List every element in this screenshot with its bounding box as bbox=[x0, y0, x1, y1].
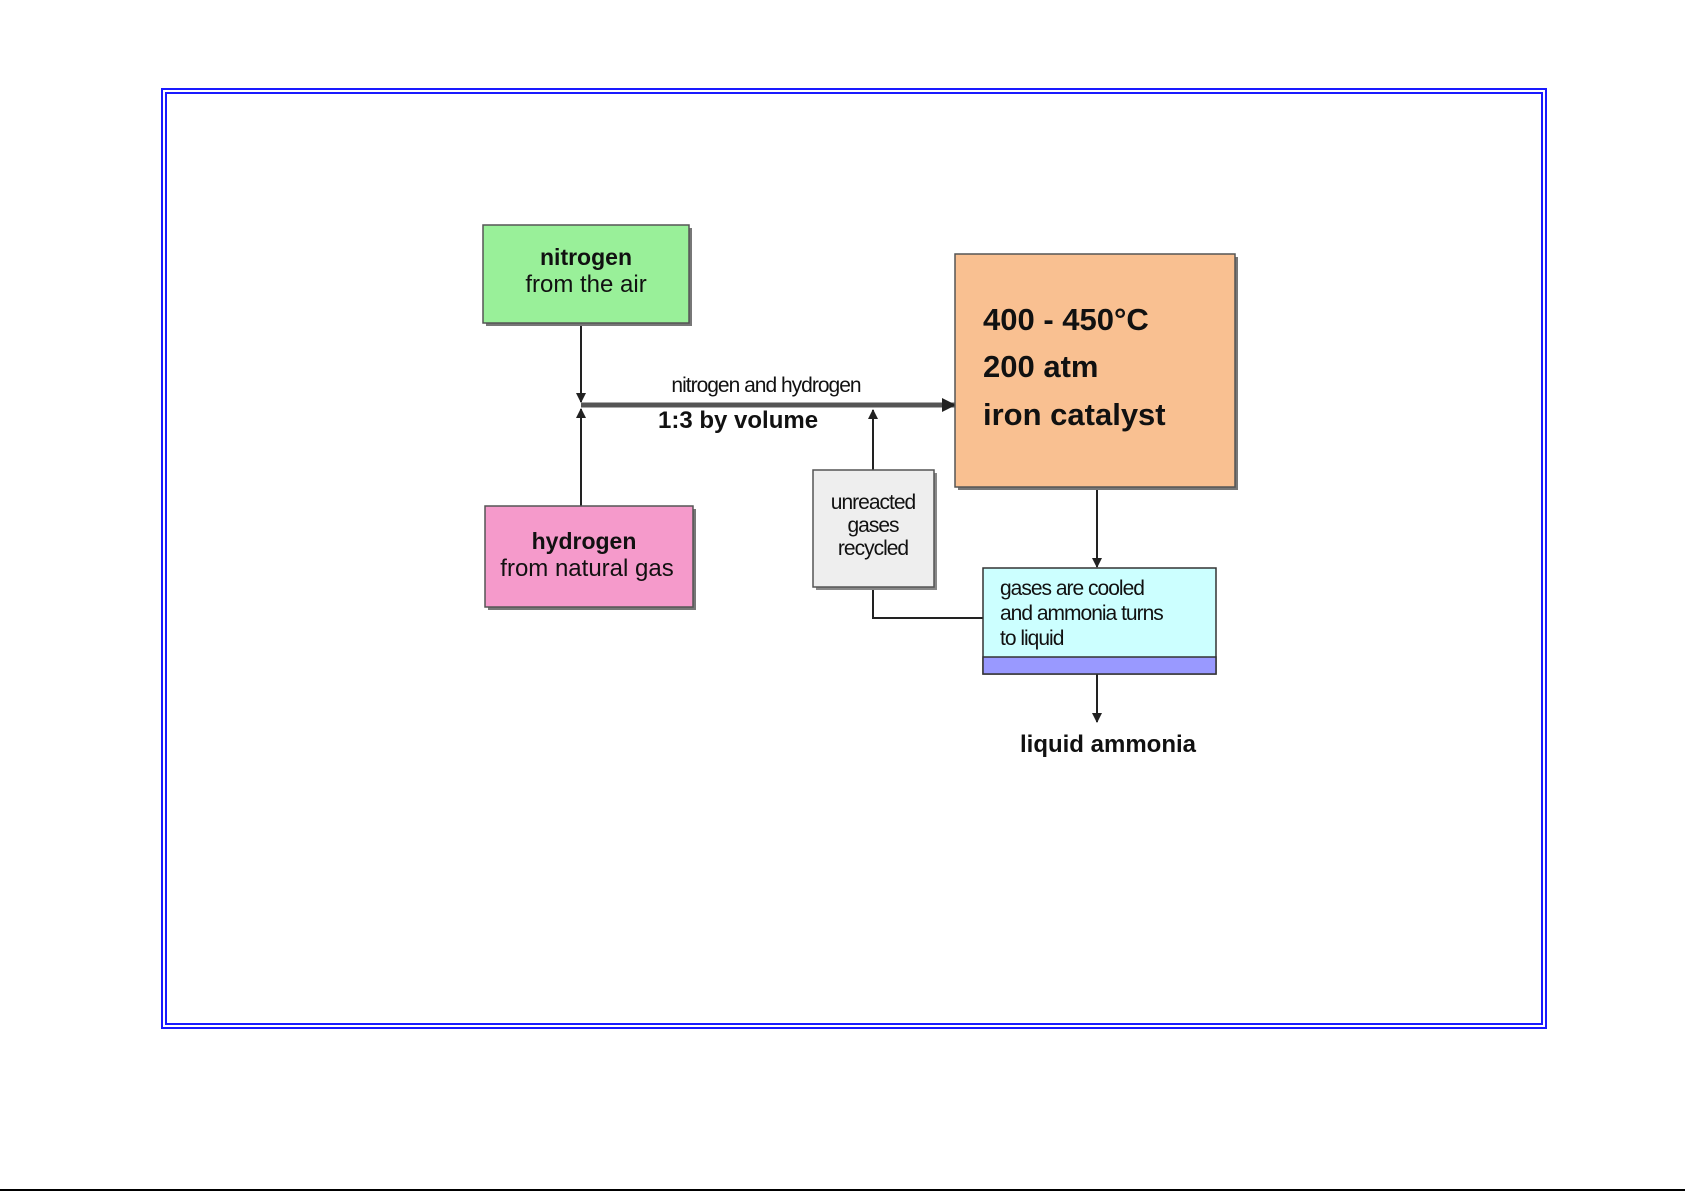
nitrogen-title: nitrogen bbox=[540, 244, 632, 270]
mixture-label: nitrogen and hydrogen bbox=[671, 374, 860, 397]
liquid-band bbox=[982, 656, 1217, 675]
condenser-line2: and ammonia turns bbox=[1000, 602, 1163, 625]
reactor-pressure: 200 atm bbox=[983, 349, 1098, 384]
condenser-line3: to liquid bbox=[1000, 627, 1064, 650]
reactor-temperature: 400 - 450°C bbox=[983, 302, 1149, 337]
reactor-catalyst: iron catalyst bbox=[983, 397, 1166, 432]
hydrogen-box: hydrogen from natural gas bbox=[484, 505, 696, 610]
recycle-line2: gases bbox=[847, 514, 899, 537]
connectors bbox=[576, 323, 1102, 723]
reactor-box: 400 - 450°C 200 atm iron catalyst bbox=[954, 253, 1238, 490]
hydrogen-subtitle: from natural gas bbox=[500, 555, 673, 582]
recycle-line1: unreacted bbox=[831, 491, 916, 514]
mixture-ratio: 1:3 by volume bbox=[658, 407, 818, 434]
nitrogen-box: nitrogen from the air bbox=[482, 224, 692, 326]
outer-frame bbox=[161, 88, 1547, 1029]
condenser-box: gases are cooled and ammonia turns to li… bbox=[982, 567, 1217, 675]
condenser-line1: gases are cooled bbox=[1000, 577, 1144, 600]
recycle-line3: recycled bbox=[838, 537, 909, 560]
hydrogen-title: hydrogen bbox=[532, 528, 637, 554]
recycle-box: unreacted gases recycled bbox=[812, 469, 937, 590]
line-condenser-to-recycle bbox=[872, 587, 983, 619]
inner-frame bbox=[165, 92, 1543, 1025]
nitrogen-subtitle: from the air bbox=[525, 271, 646, 298]
product-label: liquid ammonia bbox=[1020, 731, 1197, 758]
